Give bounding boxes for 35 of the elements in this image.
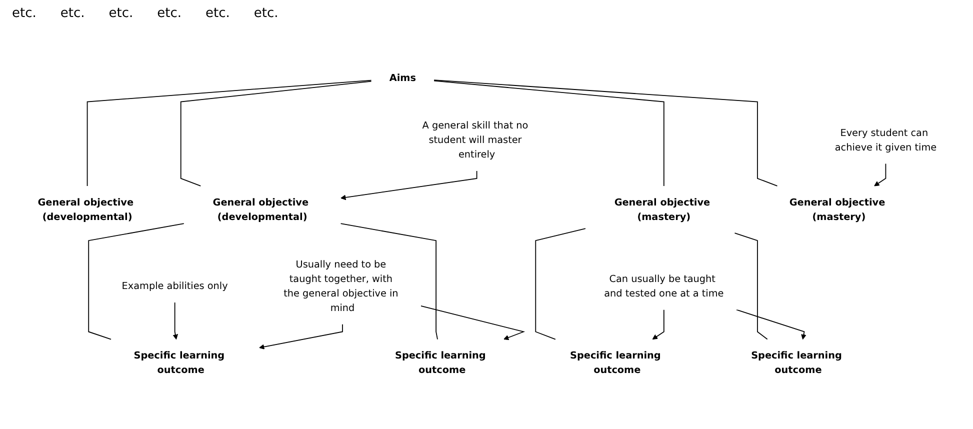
node-text: General objective (mastery) xyxy=(789,196,886,222)
continuation-note: etc. xyxy=(254,6,278,21)
node-text: General objective (mastery) xyxy=(614,196,710,222)
connector xyxy=(434,80,664,186)
continuation-note: etc. xyxy=(60,6,85,21)
node-text: General objective (developmental) xyxy=(38,196,134,222)
node-text: A general skill that no student will master entirely xyxy=(422,120,528,160)
connector xyxy=(340,223,438,340)
connector xyxy=(434,80,778,186)
arrow xyxy=(652,309,664,340)
node-text: Example abilities only xyxy=(122,280,228,292)
connector xyxy=(180,80,372,186)
arrow xyxy=(259,324,343,350)
arrow xyxy=(172,302,178,340)
node-text: Can usually be taught and tested one at a time xyxy=(604,272,724,299)
arrow xyxy=(736,309,806,340)
node-text: Aims xyxy=(389,72,416,84)
node-text: General objective (developmental) xyxy=(212,196,309,222)
connector xyxy=(88,223,184,340)
continuation-note: etc. xyxy=(108,6,134,21)
arrow xyxy=(874,163,886,186)
connector xyxy=(86,80,372,186)
continuation-note: etc. xyxy=(12,6,36,21)
connector xyxy=(734,232,768,340)
node-text: Specific learning outcome xyxy=(394,350,486,376)
node-text: Every student can achieve it given time xyxy=(834,126,937,153)
arrow xyxy=(340,170,478,200)
node-text: Specific learning outcome xyxy=(751,350,842,376)
arrow xyxy=(420,305,526,340)
continuation-note: etc. xyxy=(206,6,230,21)
node-text: Usually need to be taught together, with the general objective in mind xyxy=(284,258,398,314)
node-text: Specific learning outcome xyxy=(134,350,225,376)
continuation-note: etc. xyxy=(157,6,182,21)
connector xyxy=(535,228,586,340)
node-text: Specific learning outcome xyxy=(570,350,661,376)
